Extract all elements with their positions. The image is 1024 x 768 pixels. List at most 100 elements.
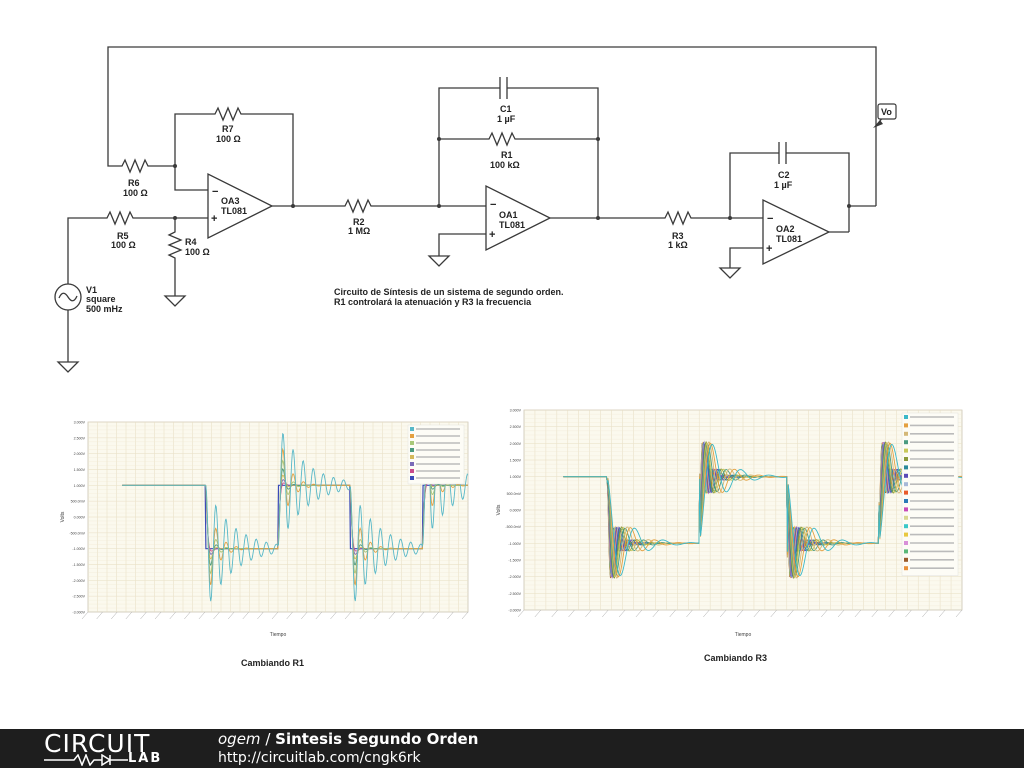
legend-swatch bbox=[410, 469, 414, 473]
series-line bbox=[122, 432, 469, 602]
svg-text:−: − bbox=[767, 213, 773, 225]
svg-text:+: + bbox=[211, 213, 217, 225]
y-axis-label: Volts bbox=[496, 504, 502, 515]
x-tick-label bbox=[568, 609, 575, 618]
legend-swatch bbox=[904, 465, 908, 470]
x-tick-label bbox=[635, 609, 643, 618]
x-axis-label: Tiempo bbox=[735, 632, 752, 638]
C1-name: C1 bbox=[500, 104, 512, 114]
x-tick-label bbox=[154, 611, 162, 620]
legend-swatch bbox=[904, 566, 908, 571]
legend-swatch bbox=[904, 557, 908, 562]
author-link[interactable]: ogem bbox=[218, 730, 261, 748]
legend-swatch bbox=[410, 434, 414, 438]
x-tick-label bbox=[447, 611, 454, 620]
resistor-R6 bbox=[118, 158, 152, 174]
y-tick-label: -500.0mV bbox=[69, 531, 85, 535]
ground-icon bbox=[163, 295, 187, 307]
resistor-R7 bbox=[212, 106, 244, 122]
R6-name: R6 bbox=[128, 178, 140, 188]
R5-value: 100 Ω bbox=[111, 240, 136, 250]
resistor-R5 bbox=[104, 210, 137, 226]
opamp-OA2 bbox=[762, 198, 831, 266]
chart1-title: Cambiando R1 bbox=[241, 658, 305, 668]
probe-label: Vo bbox=[881, 107, 892, 117]
legend-swatch bbox=[904, 541, 908, 545]
x-tick-label bbox=[315, 611, 323, 620]
y-tick-label: -1.500V bbox=[72, 563, 85, 567]
legend-swatch bbox=[410, 448, 414, 452]
legend-swatch bbox=[904, 524, 908, 529]
resistor-R4 bbox=[167, 218, 183, 296]
OA3-model: TL081 bbox=[221, 206, 247, 216]
y-axis-label: Volts bbox=[60, 511, 66, 522]
x-tick-label bbox=[286, 611, 293, 620]
OA2-model: TL081 bbox=[776, 234, 802, 244]
legend-swatch bbox=[904, 457, 908, 461]
x-tick-label bbox=[719, 609, 727, 618]
x-tick-label bbox=[787, 609, 794, 618]
y-tick-label: 500.0mV bbox=[71, 500, 86, 504]
OA3-name: OA3 bbox=[221, 196, 240, 206]
x-tick-label bbox=[169, 611, 176, 620]
resistor-R1 bbox=[486, 131, 519, 147]
resistor-R3 bbox=[662, 210, 695, 226]
x-tick-label bbox=[125, 611, 133, 620]
x-tick-label bbox=[905, 609, 912, 618]
circuitlab-logo[interactable]: CIRCUIT bbox=[44, 729, 151, 758]
y-tick-label: -3.000V bbox=[508, 609, 521, 613]
legend-swatch bbox=[904, 431, 908, 436]
y-tick-label: 2.500V bbox=[510, 425, 522, 429]
legend-swatch bbox=[410, 455, 414, 459]
series-line bbox=[563, 441, 962, 579]
x-tick-label bbox=[686, 609, 693, 618]
R4-name: R4 bbox=[185, 237, 197, 247]
y-tick-label: 0.000V bbox=[510, 509, 522, 513]
x-tick-label bbox=[517, 609, 525, 618]
x-tick-label bbox=[703, 609, 710, 618]
circuit-url-link[interactable]: http://circuitlab.com/cngk6rk bbox=[218, 750, 421, 766]
y-tick-label: -1.000V bbox=[508, 542, 521, 546]
x-tick-label bbox=[854, 609, 862, 618]
x-tick-label bbox=[198, 611, 206, 620]
x-tick-label bbox=[330, 611, 337, 620]
legend bbox=[407, 424, 465, 485]
svg-text:+: + bbox=[766, 243, 772, 255]
legend-swatch bbox=[410, 462, 414, 466]
y-tick-label: -2.500V bbox=[508, 592, 521, 596]
x-tick-label bbox=[551, 609, 558, 618]
x-tick-label bbox=[602, 609, 609, 618]
legend-swatch bbox=[904, 482, 908, 487]
y-tick-label: 2.000V bbox=[510, 442, 522, 446]
legend-swatch bbox=[904, 415, 908, 419]
circuit-title: ogem / Sintesis Segundo Orden bbox=[218, 730, 479, 748]
x-tick-label bbox=[227, 611, 235, 620]
y-tick-label: -3.000V bbox=[72, 611, 85, 615]
R3-value: 1 kΩ bbox=[668, 240, 688, 250]
probe-Vo bbox=[877, 103, 897, 120]
circuit-name: Sintesis Segundo Orden bbox=[275, 730, 479, 748]
x-tick-label bbox=[374, 611, 381, 620]
legend-swatch bbox=[904, 499, 908, 503]
x-tick-label bbox=[359, 611, 366, 620]
svg-text:−: − bbox=[490, 199, 496, 211]
R3-name: R3 bbox=[672, 231, 684, 241]
x-tick-label bbox=[955, 609, 963, 618]
R2-value: 1 MΩ bbox=[348, 226, 370, 236]
circuitlab-logo-lab: LAB bbox=[128, 751, 163, 766]
y-tick-label: 2.500V bbox=[74, 436, 86, 440]
legend-swatch bbox=[904, 549, 908, 554]
x-tick-label bbox=[111, 611, 118, 620]
C2-name: C2 bbox=[778, 170, 790, 180]
x-tick-label bbox=[736, 609, 744, 618]
R1-name: R1 bbox=[501, 150, 513, 160]
circuit-schematic: R6 100 Ω R7 100 Ω − + OA3 TL081 R5 100 Ω… bbox=[54, 46, 897, 373]
legend-swatch bbox=[904, 507, 908, 512]
legend-swatch bbox=[410, 427, 414, 431]
x-tick-label bbox=[922, 609, 929, 618]
R5-name: R5 bbox=[117, 231, 129, 241]
x-tick-label bbox=[888, 609, 895, 618]
legend bbox=[901, 412, 959, 576]
V1-freq: 500 mHz bbox=[86, 304, 123, 314]
OA1-model: TL081 bbox=[499, 220, 525, 230]
